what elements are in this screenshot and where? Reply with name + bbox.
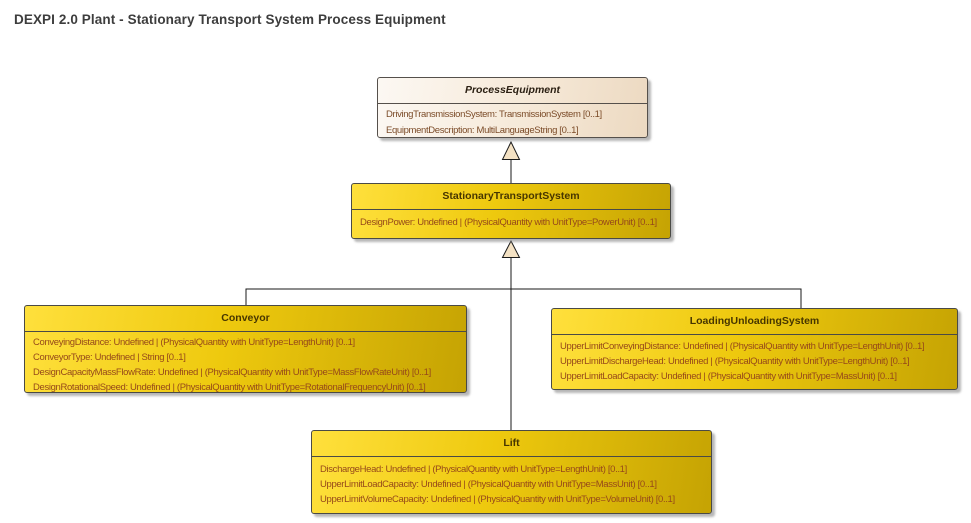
class-processequipment[interactable]: ProcessEquipment DrivingTransmissionSyst…	[377, 77, 648, 138]
class-attribute: EquipmentDescription: MultiLanguageStrin…	[386, 125, 579, 136]
class-loadingunloadingsystem[interactable]: LoadingUnloadingSystem UpperLimitConveyi…	[551, 308, 958, 390]
class-name: Lift	[312, 431, 711, 457]
class-attribute: ConveyingDistance: Undefined | (Physical…	[33, 337, 355, 348]
diagram-title: DEXPI 2.0 Plant - Stationary Transport S…	[14, 12, 446, 27]
class-lift[interactable]: Lift DischargeHead: Undefined | (Physica…	[311, 430, 712, 514]
generalization-arrowhead-sts	[501, 239, 521, 258]
class-attribute: UpperLimitLoadCapacity: Undefined | (Phy…	[320, 479, 657, 490]
class-attribute: DesignPower: Undefined | (PhysicalQuanti…	[360, 217, 657, 228]
generalization-branch-conveyor-luls	[245, 288, 802, 308]
class-attribute: DischargeHead: Undefined | (PhysicalQuan…	[320, 464, 627, 475]
class-stationarytransportsystem[interactable]: StationaryTransportSystem DesignPower: U…	[351, 183, 671, 239]
class-conveyor[interactable]: Conveyor ConveyingDistance: Undefined | …	[24, 305, 467, 393]
class-attribute: UpperLimitConveyingDistance: Undefined |…	[560, 341, 925, 352]
class-attribute: UpperLimitLoadCapacity: Undefined | (Phy…	[560, 371, 897, 382]
class-name: StationaryTransportSystem	[352, 184, 670, 210]
class-attribute: DesignRotationalSpeed: Undefined | (Phys…	[33, 382, 426, 393]
class-attribute: ConveyorType: Undefined | String [0..1]	[33, 352, 186, 363]
class-attribute: UpperLimitVolumeCapacity: Undefined | (P…	[320, 494, 675, 505]
generalization-arrowhead-processequipment	[501, 140, 521, 160]
class-name: ProcessEquipment	[378, 78, 647, 104]
class-attribute: DrivingTransmissionSystem: TransmissionS…	[386, 109, 602, 120]
class-attribute: DesignCapacityMassFlowRate: Undefined | …	[33, 367, 431, 378]
class-name: LoadingUnloadingSystem	[552, 309, 957, 335]
class-attribute: UpperLimitDischargeHead: Undefined | (Ph…	[560, 356, 910, 367]
class-name: Conveyor	[25, 306, 466, 332]
